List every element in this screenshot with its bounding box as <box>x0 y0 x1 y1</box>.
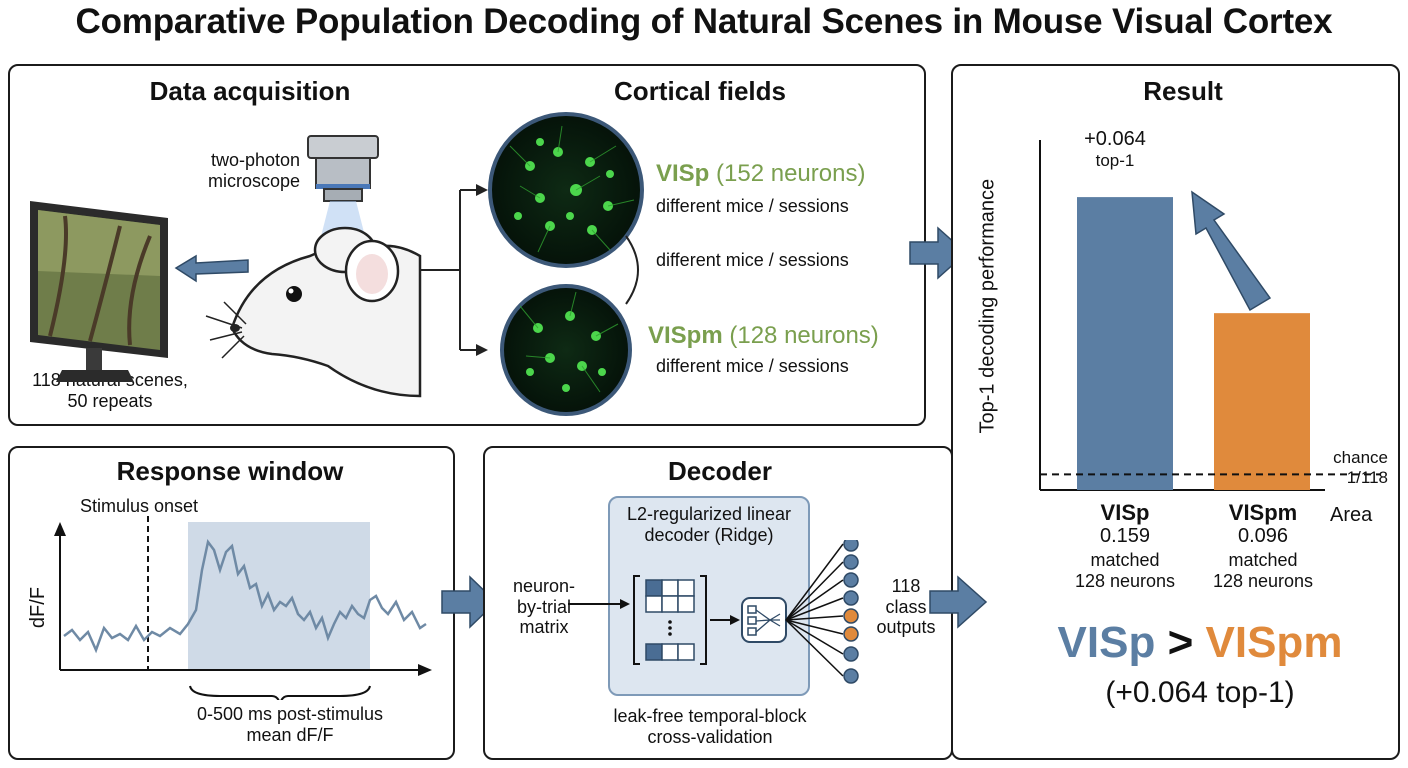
result-x-axis-label: Area <box>1330 504 1373 526</box>
vispm-fov-image <box>500 284 632 416</box>
window-label: 0-500 ms post-stimulus mean dF/F <box>170 704 410 745</box>
bar-vispm <box>1214 313 1310 490</box>
ridge-decoder-label: L2-regularized linear decoder (Ridge) <box>608 504 810 545</box>
chance-label: chance 1/118 <box>1318 448 1388 487</box>
visp-field-count: (152 neurons) <box>716 160 866 187</box>
fan-arrow <box>785 615 844 621</box>
result-bar-chart <box>1039 140 1380 491</box>
output-node <box>843 646 859 662</box>
output-label: 118 class outputs <box>866 576 946 638</box>
fan-arrow <box>785 579 844 621</box>
output-node <box>843 590 859 606</box>
input-label: neuron- by-trial matrix <box>494 576 594 638</box>
result-heading: Result <box>1143 76 1223 106</box>
result-panel: Result <box>951 64 1400 760</box>
vispm-category: VISpm 0.096 matched 128 neurons <box>1198 500 1328 592</box>
bar-visp <box>1077 197 1173 490</box>
vispm-field-count: (128 neurons) <box>729 322 879 349</box>
response-window-shade <box>188 522 370 670</box>
output-node <box>843 668 859 684</box>
input-label-line1: neuron- <box>512 576 576 596</box>
summary-operator: > <box>1167 618 1194 667</box>
output-node <box>843 554 859 570</box>
visp-fov-image <box>488 112 644 268</box>
onset-label: Stimulus onset <box>80 496 199 516</box>
output-node <box>843 572 859 588</box>
visp-category-value: 0.159 <box>1099 525 1151 548</box>
vispm-category-value: 0.096 <box>1237 525 1289 548</box>
decoder-heading: Decoder <box>667 456 773 486</box>
output-nodes <box>785 540 859 684</box>
window-brace <box>189 685 371 700</box>
cv-label-line2: cross-validation <box>647 726 773 747</box>
between-label: different mice / sessions <box>656 250 849 270</box>
decoder-to-result-arrow-icon <box>929 575 988 629</box>
microscope-label: two-photon microscope <box>180 150 300 191</box>
output-label-line3: outputs <box>876 617 936 638</box>
result-y-axis-label: Top-1 decoding performance <box>976 178 999 434</box>
cv-label: leak-free temporal-block cross-validatio… <box>570 706 850 747</box>
window-label-line1: 0-500 ms post-stimulus <box>196 704 384 724</box>
fan-arrow <box>785 619 844 655</box>
figure-title: Comparative Population Decoding of Natur… <box>75 2 1333 41</box>
linear-model-icon <box>741 597 787 643</box>
summary-left: VISp <box>1057 618 1156 667</box>
visp-field-name: VISp <box>656 160 710 187</box>
fan-arrow <box>785 619 844 677</box>
vispm-field-sub: different mice / sessions <box>656 356 849 376</box>
diff-annotation: +0.064 top-1 <box>1060 128 1170 171</box>
acquisition-illustration <box>30 112 644 416</box>
window-label-line2: mean dF/F <box>246 724 334 745</box>
vispm-category-note: matched 128 neurons <box>1212 550 1314 591</box>
visp-field-label: VISp (152 neurons) <box>656 160 865 188</box>
output-node <box>843 626 859 642</box>
visp-category-name: VISp <box>1100 500 1150 525</box>
response-trace-plot <box>54 516 432 700</box>
summary-right: VISpm <box>1205 618 1343 667</box>
acquisition-panel: Data acquisition Cortical fields two-pho… <box>8 64 926 426</box>
summary-sub: (+0.064 top-1) <box>1105 676 1295 709</box>
output-node <box>843 540 859 552</box>
input-label-line2: by-trial <box>516 596 571 617</box>
improvement-arrow-icon <box>1191 190 1272 312</box>
output-node <box>843 608 859 624</box>
vispm-field-name: VISpm <box>648 322 723 349</box>
diff-unit: top-1 <box>1095 151 1135 170</box>
microscope-label-line1: two-photon <box>210 150 300 170</box>
ridge-decoder-label-line1: L2-regularized linear <box>626 504 792 524</box>
input-label-line3: matrix <box>519 617 569 638</box>
response-heading: Response window <box>116 456 344 486</box>
fan-arrow <box>785 597 844 621</box>
view-arrow-icon <box>174 254 249 283</box>
fields-heading: Cortical fields <box>614 76 786 106</box>
response-y-axis-label: dF/F <box>27 586 50 629</box>
fan-arrow <box>785 543 844 621</box>
vispm-field-label: VISpm (128 neurons) <box>648 322 879 350</box>
output-label-line2: class <box>885 596 927 617</box>
dff-trace <box>63 539 427 654</box>
monitor-icon <box>30 201 168 382</box>
input-matrix-icon <box>645 579 695 661</box>
visp-category: VISp 0.159 matched 128 neurons <box>1060 500 1190 592</box>
ridge-decoder-label-line2: decoder (Ridge) <box>644 524 774 545</box>
summary-comparison: VISp > VISpm <box>1010 618 1390 669</box>
chance-label-line1: chance <box>1333 448 1388 467</box>
acquisition-heading: Data acquisition <box>149 76 351 106</box>
fan-arrow <box>785 619 844 635</box>
vispm-category-name: VISpm <box>1228 500 1298 525</box>
mouse-icon <box>205 226 422 398</box>
chance-label-line2: 1/118 <box>1346 467 1388 487</box>
cv-label-line1: leak-free temporal-block <box>613 706 807 726</box>
between-bracket <box>625 235 639 305</box>
visp-field-sub: different mice / sessions <box>656 196 849 216</box>
decoder-schematic <box>568 540 859 684</box>
visp-category-note: matched 128 neurons <box>1074 550 1176 591</box>
stimulus-label-line2: 50 repeats <box>67 390 153 411</box>
diff-value: +0.064 <box>1084 128 1146 150</box>
fan-arrow <box>785 561 844 621</box>
branch-connector <box>420 189 480 351</box>
output-label-line1: 118 <box>891 576 921 596</box>
microscope-label-line2: microscope <box>207 170 300 191</box>
